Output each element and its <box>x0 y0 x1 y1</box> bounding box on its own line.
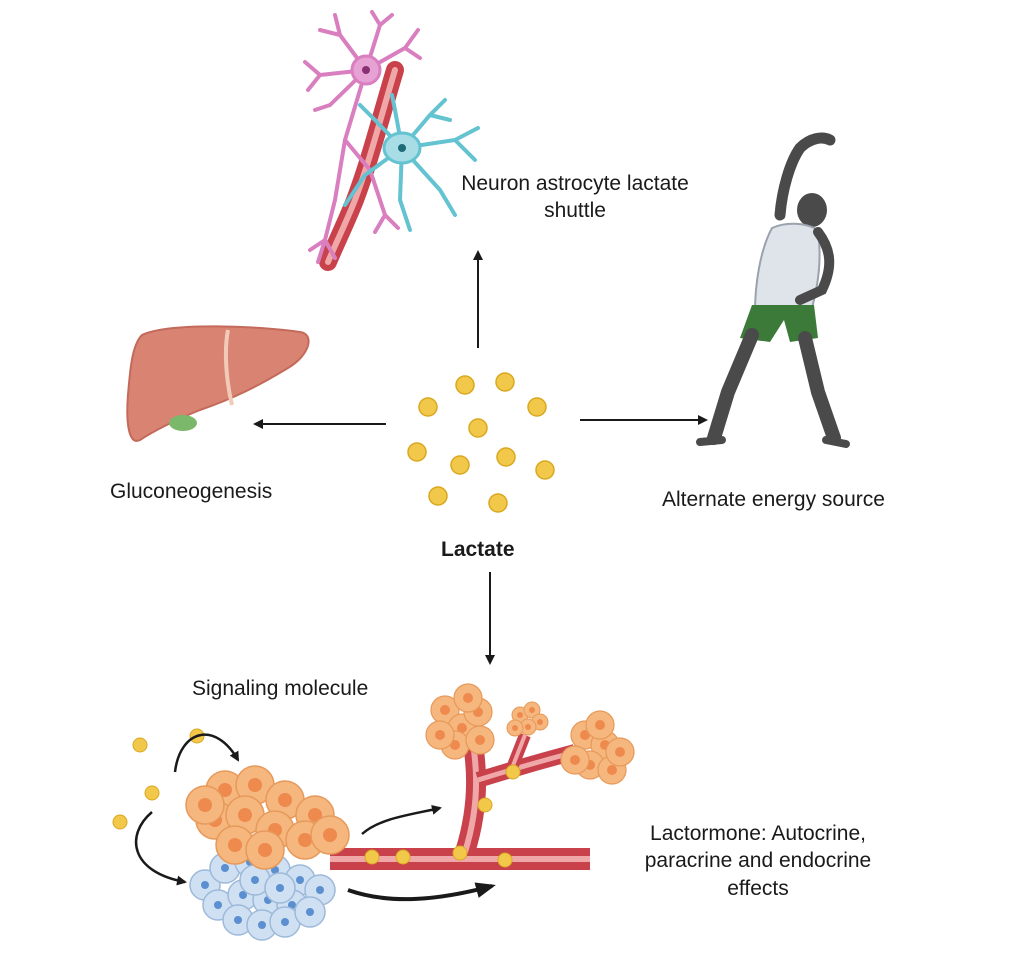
blue-cell-nucleus <box>214 901 222 909</box>
orange-cell-nucleus <box>537 719 543 725</box>
orange-cell-nucleus <box>457 723 467 733</box>
lactate-molecule <box>497 852 513 868</box>
lactate-molecule <box>496 447 516 467</box>
lactate-molecule <box>452 845 468 861</box>
orange-cell-nucleus <box>435 730 445 740</box>
orange-cell-nucleus <box>198 798 212 812</box>
lactate-molecule <box>455 375 475 395</box>
athlete-stretching-icon <box>696 132 850 448</box>
cell-cluster-icon <box>185 683 635 941</box>
blue-cell-nucleus <box>306 908 314 916</box>
orange-cell-nucleus <box>218 783 232 797</box>
lactate-molecules-icon <box>112 728 521 868</box>
blue-cell-nucleus <box>201 881 209 889</box>
blue-cell-nucleus <box>239 891 247 899</box>
signaling-molecule-label: Signaling molecule <box>192 677 369 700</box>
energy-source-label: Alternate energy source <box>662 488 885 511</box>
orange-cell-nucleus <box>463 693 473 703</box>
lactate-molecule <box>144 785 160 801</box>
orange-cell-nucleus <box>615 747 625 757</box>
lactate-molecule <box>428 486 448 506</box>
blue-cell-nucleus <box>296 876 304 884</box>
orange-cell-nucleus <box>248 778 262 792</box>
lactate-molecule <box>468 418 488 438</box>
orange-cell-nucleus <box>258 843 272 857</box>
neuron-shuttle-label: Neuron astrocyte lactate shuttle <box>410 170 740 225</box>
orange-cell-nucleus <box>607 765 617 775</box>
orange-cell-nucleus <box>308 808 322 822</box>
blue-cell-nucleus <box>276 884 284 892</box>
blue-cell-nucleus <box>281 918 289 926</box>
blue-cell-nucleus <box>251 876 259 884</box>
lactate-molecule <box>132 737 148 753</box>
lactate-molecule <box>535 460 555 480</box>
lactate-molecule <box>488 493 508 513</box>
blue-cell-nucleus <box>288 901 296 909</box>
lactate-molecule <box>364 849 380 865</box>
lactate-molecule <box>505 764 521 780</box>
lactormone-label: Lactormone: Autocrine, paracrine and end… <box>608 820 908 902</box>
orange-cell-nucleus <box>238 808 252 822</box>
lactate-molecule <box>527 397 547 417</box>
liver-icon <box>126 325 310 442</box>
orange-cell-nucleus <box>440 705 450 715</box>
lactate-molecule <box>395 849 411 865</box>
lactate-molecules-icon <box>407 372 555 513</box>
orange-cell-nucleus <box>595 720 605 730</box>
lactormone-label-line2: paracrine and endocrine <box>644 849 872 873</box>
lactate-molecule <box>407 442 427 462</box>
lactate-molecule <box>450 455 470 475</box>
lactate-molecule <box>495 372 515 392</box>
orange-cell-nucleus <box>525 724 531 730</box>
gluconeogenesis-label: Gluconeogenesis <box>110 480 273 503</box>
blue-cell-nucleus <box>221 864 229 872</box>
blue-cell-nucleus <box>316 886 324 894</box>
orange-cell-nucleus <box>278 793 292 807</box>
blue-cell-nucleus <box>234 916 242 924</box>
orange-cell-nucleus <box>512 725 518 731</box>
orange-cell-nucleus <box>517 712 523 718</box>
orange-cell-nucleus <box>323 828 337 842</box>
lactate-molecule <box>418 397 438 417</box>
lactormone-label-line1: Lactormone: Autocrine, <box>650 822 866 845</box>
neuron-astrocyte-icon <box>303 10 480 271</box>
lactate-label: Lactate <box>441 538 515 561</box>
neuron-shuttle-label-line2: shuttle <box>544 199 606 223</box>
orange-cell-nucleus <box>475 735 485 745</box>
blue-cell-nucleus <box>258 921 266 929</box>
neuron-shuttle-label-line1: Neuron astrocyte lactate <box>461 172 689 195</box>
lactate-molecule <box>112 814 128 830</box>
orange-cell-nucleus <box>298 833 312 847</box>
arrow-icon <box>253 250 708 665</box>
orange-cell-nucleus <box>529 707 535 713</box>
arrow-icon <box>134 733 496 902</box>
orange-cell-nucleus <box>228 838 242 852</box>
lactate-molecule <box>477 797 493 813</box>
orange-cell-nucleus <box>570 755 580 765</box>
lactormone-label-line3: effects <box>727 876 789 900</box>
